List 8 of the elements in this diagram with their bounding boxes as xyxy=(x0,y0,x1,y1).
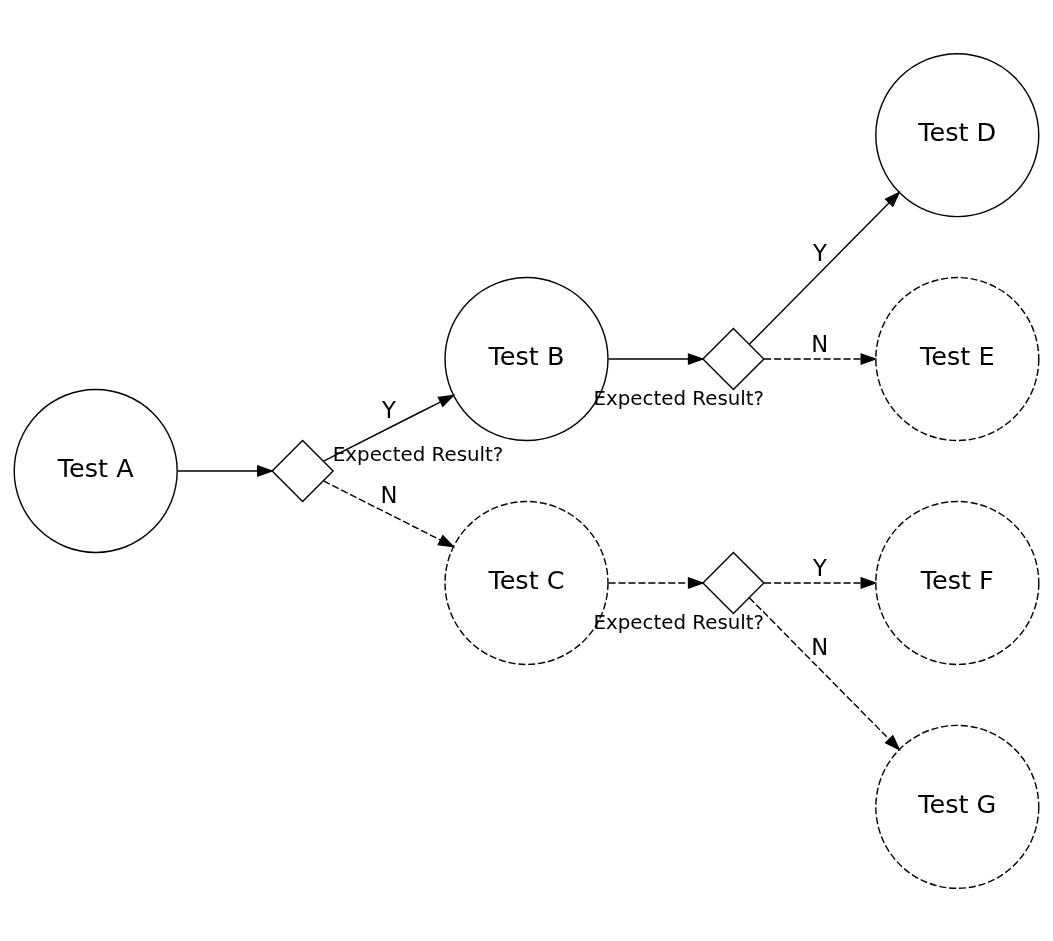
edge-label: Y xyxy=(382,396,396,423)
edge-label: Y xyxy=(812,239,827,266)
edge-label: N xyxy=(811,330,829,357)
edge-label: N xyxy=(380,481,398,508)
edge-label: Y xyxy=(812,554,827,581)
edge-label: N xyxy=(811,633,829,660)
node-label: Expected Result? xyxy=(593,610,765,634)
node-label: Expected Result? xyxy=(332,442,504,466)
